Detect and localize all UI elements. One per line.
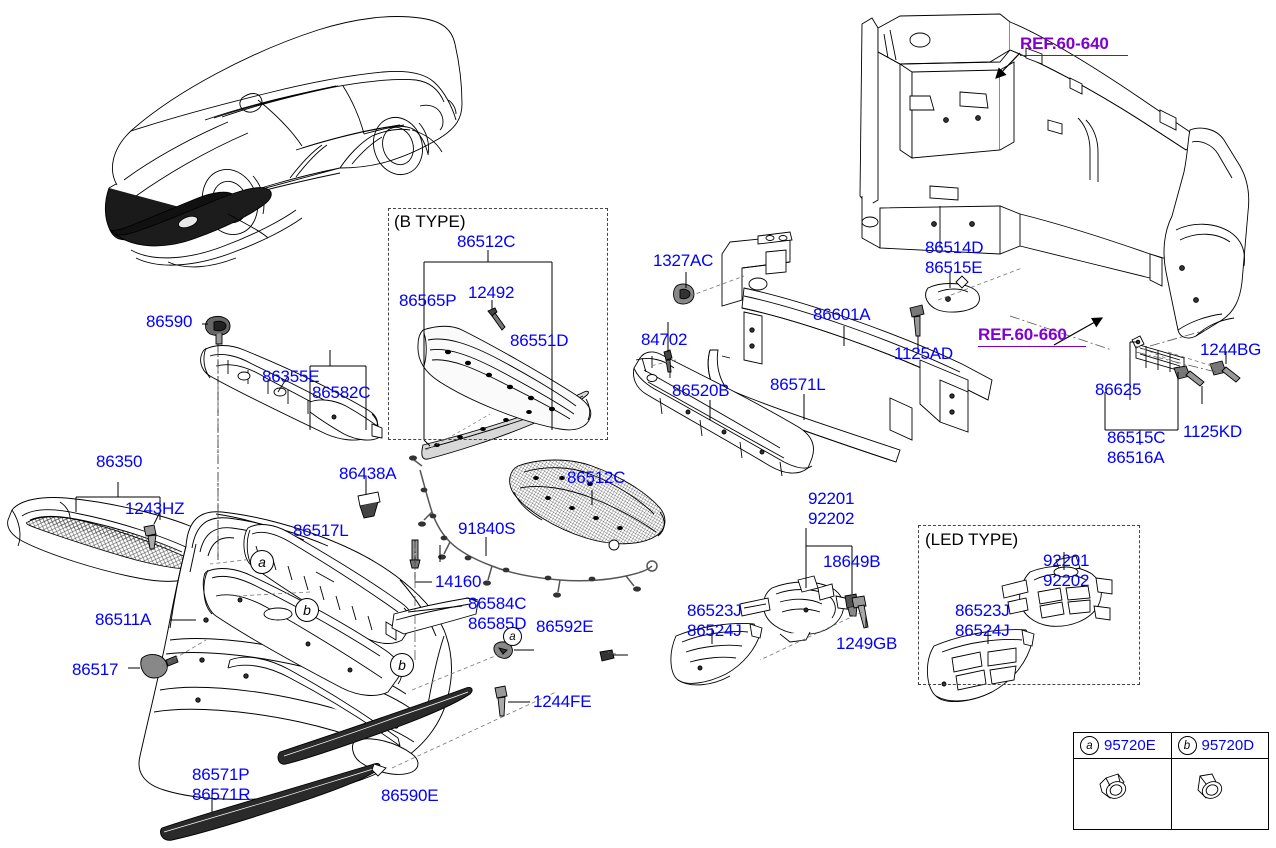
label-86523j-line1: 86523J [687,601,742,620]
label-86571r-line2: 86571R [192,785,251,804]
label-1125ad[interactable]: 1125AD [894,344,953,363]
led-type-panel [918,525,1140,685]
marker-a-right[interactable]: a [503,627,522,646]
label-14160[interactable]: 14160 [435,572,482,591]
label-86516a-line2: 86516A [1107,448,1165,467]
fastener-group-left [494,642,512,716]
label-86438a[interactable]: 86438A [339,464,397,483]
label-86524j-line2: 86524J [687,621,742,640]
label-86584c-line1: 86584C [468,594,527,613]
legend-marker-a: a [1080,736,1099,755]
label-86520b[interactable]: 86520B [672,381,730,400]
label-92202-line2: 92202 [808,509,855,528]
label-b-86565p[interactable]: 86565P [399,291,457,310]
nut-86590 [206,316,231,344]
label-91840s[interactable]: 91840S [458,519,516,538]
front-fender [1164,128,1249,338]
label-86592e[interactable]: 86592E [536,617,594,636]
bolt-14160 [410,540,420,568]
ref-60-660-label[interactable]: REF.60-660 [978,325,1067,344]
label-led-86524j-line2: 86524J [955,621,1010,640]
legend-code-a[interactable]: 95720E [1104,737,1156,754]
label-92201-line1: 92201 [808,489,855,508]
label-b-86512c[interactable]: 86512C [457,232,516,251]
lower-moulding [160,650,614,840]
label-1243hz[interactable]: 1243HZ [125,499,185,518]
label-86512c-center[interactable]: 86512C [567,468,626,487]
label-84702[interactable]: 84702 [641,330,688,349]
label-86515e-line2: 86515E [925,258,983,277]
side-bracket-517l [244,525,413,644]
label-86350[interactable]: 86350 [96,452,143,471]
label-1244bg[interactable]: 1244BG [1200,340,1262,359]
legend-icon-b [1172,759,1269,829]
label-1125kd[interactable]: 1125KD [1183,422,1242,441]
b-type-panel-title: (B TYPE) [394,212,466,231]
label-86571l[interactable]: 86571L [770,375,826,394]
label-b-86551d[interactable]: 86551D [510,331,569,350]
label-86625[interactable]: 86625 [1095,380,1142,399]
label-86514d-line1: 86514D [925,238,984,257]
label-led-92201-line1: 92201 [1043,551,1090,570]
ref-60-640-label[interactable]: REF.60-640 [1020,34,1109,53]
label-86515c-line1: 86515C [1107,428,1166,447]
clip-86517 [141,655,178,678]
label-1249gb[interactable]: 1249GB [836,634,898,653]
clip-86438a [358,492,380,518]
label-86571p-line1: 86571P [192,765,250,784]
fog-lamp-assembly [740,576,868,642]
screw-1243hz [144,525,156,549]
label-86601a[interactable]: 86601A [813,305,871,324]
label-86355e[interactable]: 86355E [262,367,320,386]
label-1327ac[interactable]: 1327AC [653,251,714,270]
label-led-92202-line2: 92202 [1043,571,1090,590]
label-86511a[interactable]: 86511A [95,610,152,629]
beam-bracket [910,276,979,336]
legend-item-b: b 95720D [1170,733,1269,829]
side-garnish-584c [392,598,478,634]
marker-b-upper[interactable]: b [295,598,319,622]
ref-60-660-underline [978,346,1086,347]
label-18649b[interactable]: 18649B [823,552,881,571]
label-led-86523j-line1: 86523J [955,601,1010,620]
legend-head-b: b 95720D [1171,733,1268,759]
legend-head-a: a 95720E [1074,733,1171,759]
legend-code-b[interactable]: 95720D [1201,737,1255,754]
label-86590e[interactable]: 86590E [381,786,439,805]
upper-bracket-582c [310,400,382,440]
sensor-legend: a 95720E b 95720D [1073,732,1269,830]
ref-60-640-underline [1020,55,1128,56]
marker-b-lower[interactable]: b [390,653,414,677]
legend-item-a: a 95720E [1074,733,1171,829]
label-86517[interactable]: 86517 [72,660,119,679]
label-86590[interactable]: 86590 [146,312,193,331]
legend-icon-a [1074,759,1171,829]
label-86582c[interactable]: 86582C [312,383,371,402]
lower-reinforcement [203,569,401,746]
marker-a-upper[interactable]: a [250,550,274,574]
legend-marker-b: b [1177,736,1197,755]
label-b-12492[interactable]: 12492 [468,283,515,302]
b-type-panel [388,208,608,440]
label-86517l[interactable]: 86517L [293,521,349,540]
label-1244fe[interactable]: 1244FE [533,692,592,711]
reference-arrows [995,53,1104,345]
led-type-panel-title: (LED TYPE) [925,530,1019,549]
